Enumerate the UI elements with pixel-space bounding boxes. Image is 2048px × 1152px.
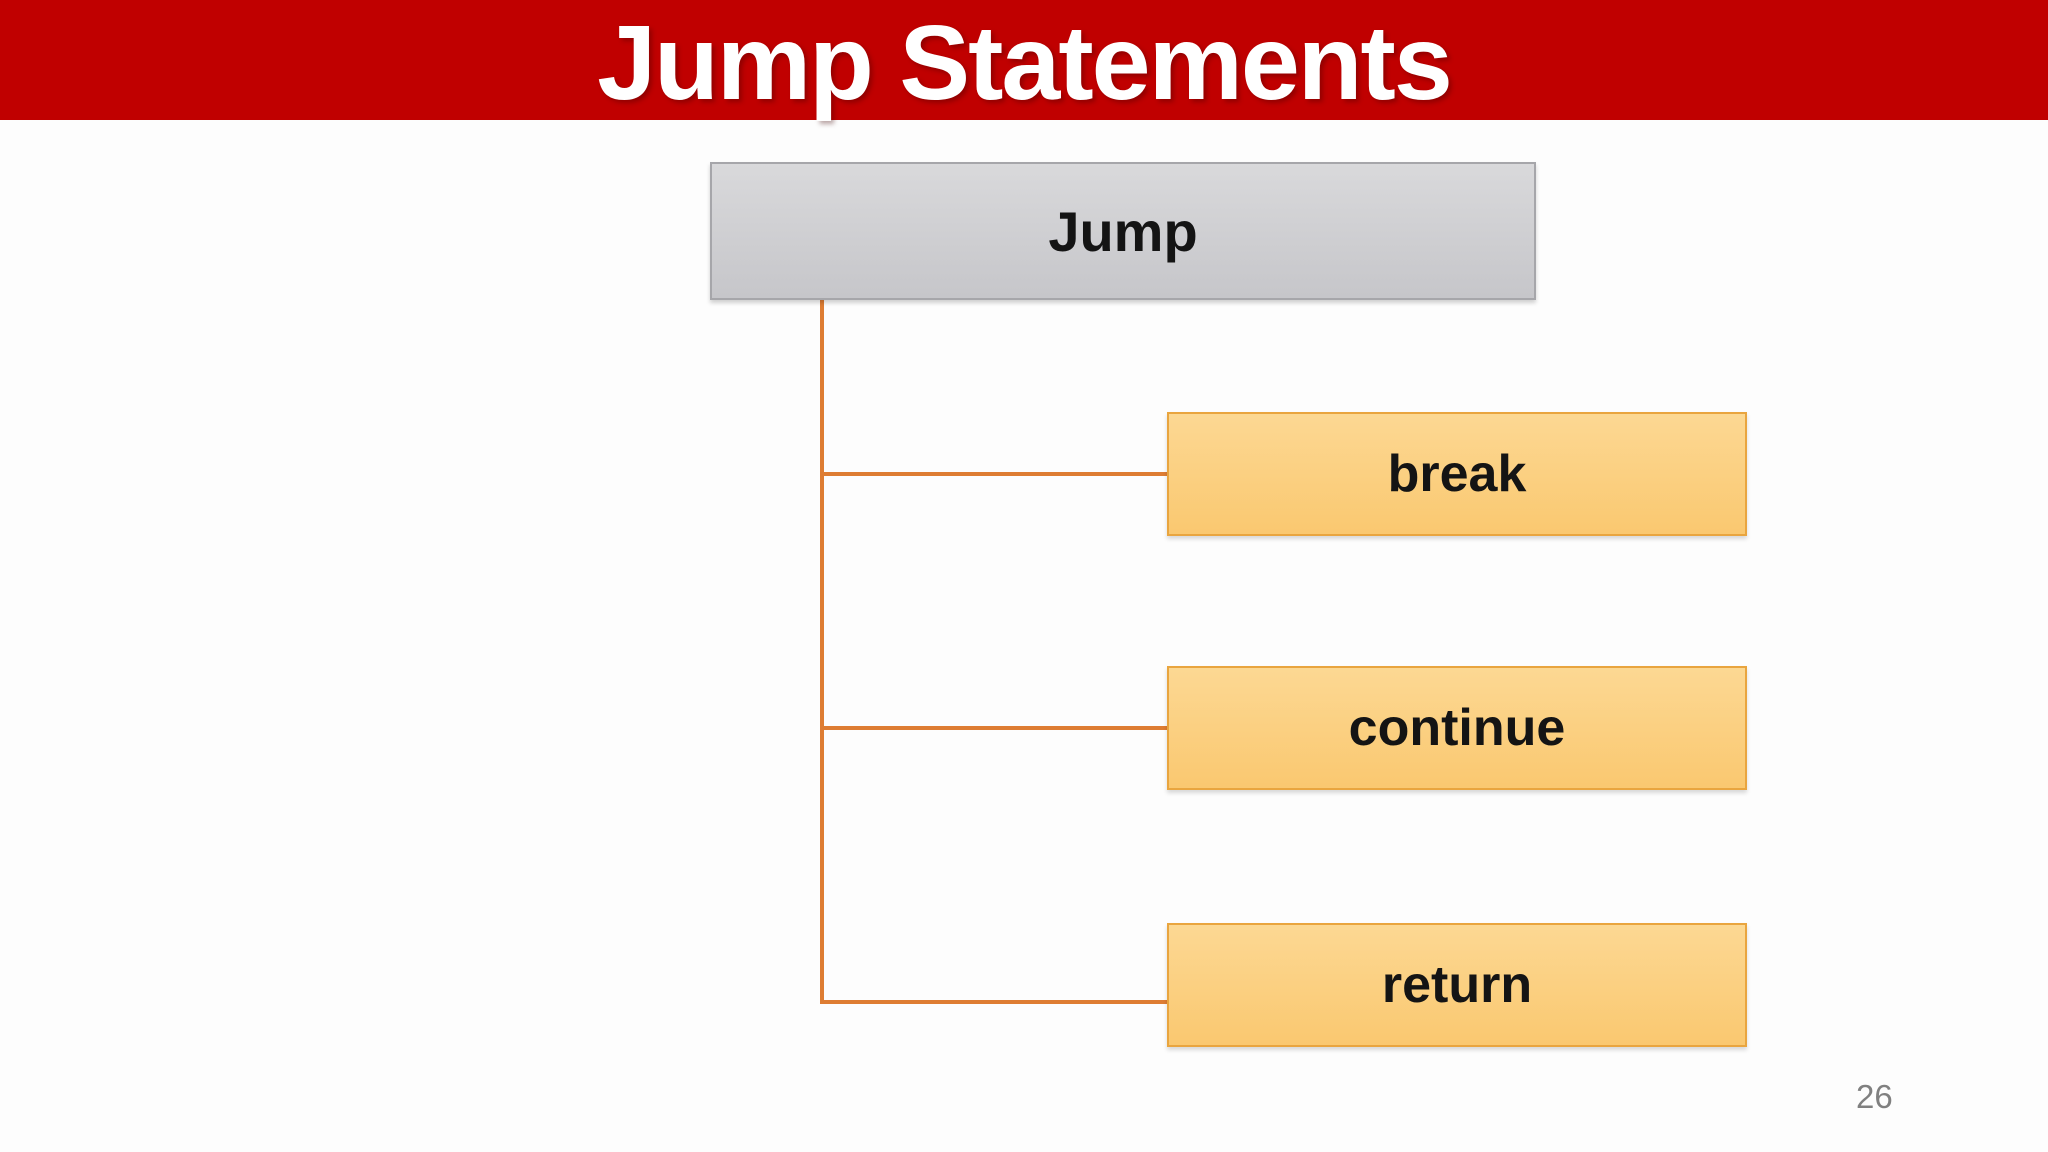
node-break: break [1167,412,1747,536]
title-banner: Jump Statements [0,0,2048,122]
node-jump: Jump [710,162,1536,300]
node-return: return [1167,923,1747,1047]
connector-trunk [820,300,824,1004]
connector-branch-continue [820,726,1169,730]
page-number: 26 [1856,1078,1893,1115]
slide-title: Jump Statements [597,4,1453,122]
connector-branch-break [820,472,1169,476]
node-return-label: return [1381,956,1533,1014]
node-jump-label: Jump [1048,199,1198,263]
connector-branch-return [820,1000,1169,1004]
node-break-label: break [1387,445,1527,503]
node-continue-label: continue [1348,699,1566,757]
node-continue: continue [1167,666,1747,790]
